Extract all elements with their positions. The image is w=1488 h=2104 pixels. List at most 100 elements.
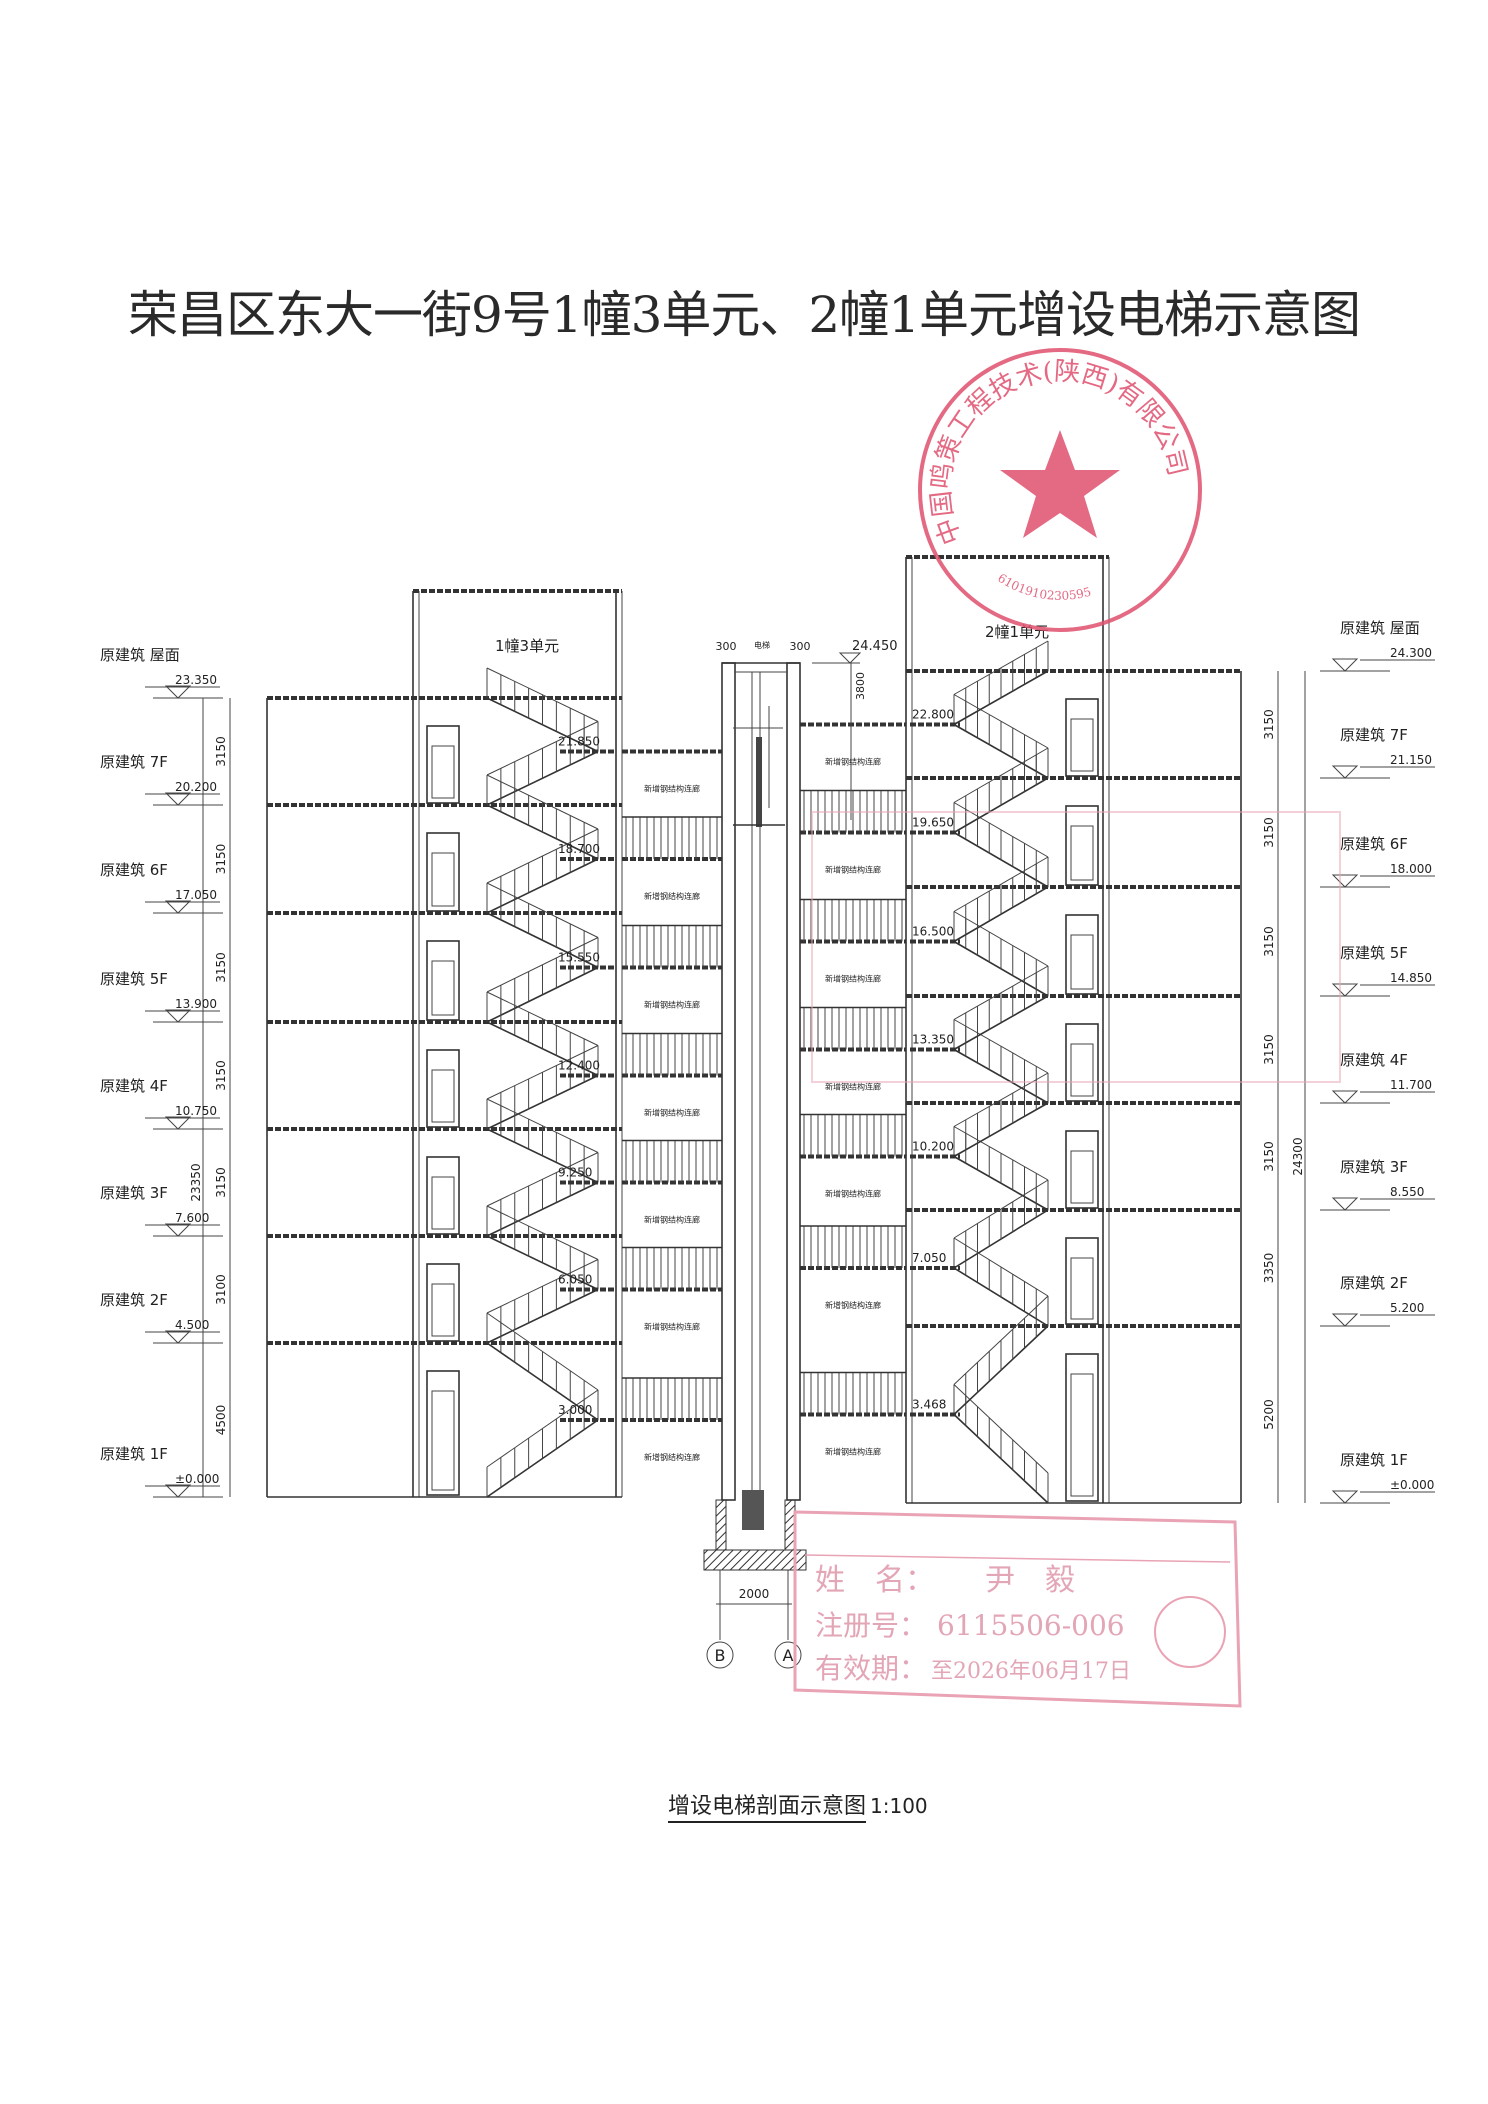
door — [426, 1370, 460, 1496]
stamp-border — [793, 1510, 1242, 1708]
seal-code-text: 6101910230595 — [995, 571, 1092, 603]
bridge-label: 新增钢结构连廊 — [644, 1215, 700, 1225]
door-panel — [1070, 1043, 1094, 1097]
level-elevation: 4.500 — [175, 1318, 209, 1332]
door-panel — [1070, 825, 1094, 881]
landing-elevation: 3.468 — [912, 1398, 946, 1412]
door — [1065, 805, 1099, 886]
axis-a-bubble — [774, 1641, 802, 1669]
floor-height-dim: 3150 — [1262, 709, 1276, 740]
level-elevation: 5.200 — [1390, 1301, 1424, 1315]
level-name: 原建筑 5F — [100, 970, 168, 988]
door-panel — [1070, 1150, 1094, 1204]
elevation-marker-icon — [164, 792, 192, 806]
caption-scale: 1:100 — [870, 1794, 928, 1818]
door — [1065, 1023, 1099, 1102]
elevation-marker-icon — [164, 1484, 192, 1498]
reg-number-line: 注册号：6115506-006 — [815, 1609, 1125, 1642]
level-elevation: 11.700 — [1390, 1078, 1432, 1092]
landing-elevation: 9.250 — [558, 1166, 592, 1180]
height-note: 3800 — [854, 672, 867, 700]
bridge-label: 新增钢结构连廊 — [644, 784, 700, 794]
landing-elevation: 13.350 — [912, 1033, 954, 1047]
unit-name: 1幢3单元 — [495, 637, 559, 655]
reg-name-label: 姓 名： — [815, 1563, 935, 1598]
floor-height-dim: 3150 — [1262, 926, 1276, 957]
bridge-label: 新增钢结构连廊 — [825, 1300, 881, 1310]
level-name: 原建筑 4F — [100, 1077, 168, 1095]
elevation-marker-icon — [164, 1009, 192, 1023]
level-name: 原建筑 7F — [100, 753, 168, 771]
door-panel — [431, 852, 455, 907]
level-name: 原建筑 6F — [1340, 835, 1408, 853]
door-panel — [431, 1283, 455, 1337]
level-elevation: 8.550 — [1390, 1185, 1424, 1199]
floor-height-dim: 5200 — [1262, 1399, 1276, 1430]
shaft-wall-right — [786, 662, 801, 1501]
level-name: 原建筑 屋面 — [100, 646, 180, 664]
caption-label: 增设电梯剖面示意图 — [668, 1794, 867, 1823]
level-elevation: 20.200 — [175, 780, 217, 794]
elevation-marker-icon — [812, 652, 862, 664]
landing-elevation: 6.050 — [558, 1273, 592, 1287]
level-elevation: 14.850 — [1390, 971, 1432, 985]
reg-name-value: 尹 毅 — [985, 1563, 1075, 1598]
landing-elevation: 10.200 — [912, 1140, 954, 1154]
door — [1065, 1130, 1099, 1209]
elevation-marker-icon — [164, 1116, 192, 1130]
door — [1065, 914, 1099, 995]
drawing-title: 荣昌区东大一街9号1幢3单元、2幢1单元增设电梯示意图 — [127, 286, 1361, 344]
landing-elevation: 22.800 — [912, 708, 954, 722]
bridge-label: 新增钢结构连廊 — [825, 865, 881, 875]
reg-valid-line: 有效期：至2026年06月17日 — [815, 1652, 1131, 1685]
door-panel — [431, 1069, 455, 1123]
shaft-wall-left — [721, 662, 736, 1501]
reg-valid-label: 有效期： — [815, 1652, 927, 1685]
bridge-label: 新增钢结构连廊 — [644, 1322, 700, 1332]
bridge-label: 新增钢结构连廊 — [644, 1452, 700, 1462]
unit-name: 2幢1单元 — [985, 623, 1049, 641]
axis-a-label: A — [783, 1646, 794, 1665]
floor-height-dim: 3150 — [214, 844, 228, 875]
floor-height-dim: 3150 — [214, 952, 228, 983]
elevation-marker-icon — [1331, 1090, 1359, 1104]
elevation-marker-icon — [164, 1330, 192, 1344]
level-elevation: 17.050 — [175, 888, 217, 902]
level-elevation: 10.750 — [175, 1104, 217, 1118]
floor-height-dim: 3150 — [214, 1167, 228, 1198]
elevation-marker-icon — [1331, 658, 1359, 672]
door — [1065, 1237, 1099, 1325]
level-name: 原建筑 5F — [1340, 944, 1408, 962]
floor-height-dim: 3150 — [214, 1060, 228, 1091]
elevation-marker-icon — [164, 685, 192, 699]
door-panel — [431, 960, 455, 1016]
level-name: 原建筑 屋面 — [1340, 619, 1420, 637]
elevation-marker-icon — [164, 900, 192, 914]
landing-elevation: 19.650 — [912, 816, 954, 830]
level-elevation: 13.900 — [175, 997, 217, 1011]
wall-dim-right: 300 — [790, 640, 811, 653]
pit-slab — [703, 1549, 807, 1571]
bridge-label: 新增钢结构连廊 — [825, 757, 881, 767]
reg-name-line: 姓 名： 尹 毅 — [815, 1563, 1075, 1598]
pit-wall — [715, 1499, 727, 1551]
door — [1065, 1353, 1099, 1502]
level-elevation: 21.150 — [1390, 753, 1432, 767]
level-name: 原建筑 6F — [100, 861, 168, 879]
level-name: 原建筑 2F — [100, 1291, 168, 1309]
landing-elevation: 21.850 — [558, 735, 600, 749]
bridge-label: 新增钢结构连廊 — [825, 1447, 881, 1457]
elevator-buffer — [742, 1490, 764, 1530]
level-elevation: 18.000 — [1390, 862, 1432, 876]
landing-elevation: 12.400 — [558, 1059, 600, 1073]
bridge-label: 新增钢结构连廊 — [825, 1082, 881, 1092]
door-panel — [1070, 1257, 1094, 1320]
level-name: 原建筑 3F — [100, 1184, 168, 1202]
registration-stamp: 姓 名： 尹 毅 注册号：6115506-006 有效期：至2026年06月17日 — [793, 1510, 1242, 1708]
elevation-marker-icon — [1331, 874, 1359, 888]
pit-width-dim: 2000 — [739, 1587, 770, 1601]
door-panel — [1070, 718, 1094, 772]
stamp-divider — [804, 1554, 1231, 1563]
level-name: 原建筑 1F — [100, 1445, 168, 1463]
floor-height-dim: 3150 — [1262, 1141, 1276, 1172]
